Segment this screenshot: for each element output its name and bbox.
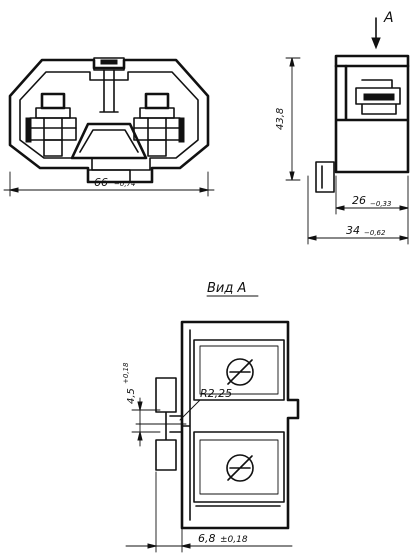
side-depth-outer-tol: −0,62 (364, 229, 386, 237)
front-housing-inner-wall (19, 71, 199, 171)
detail-bottom-tol: ±0,18 (220, 535, 248, 545)
view-arrow-head (371, 37, 381, 50)
detail-lower-terminal (193, 431, 285, 507)
detail-radius-leader (179, 399, 201, 421)
lower-screw-icon (226, 454, 254, 482)
detail-notch (169, 415, 183, 433)
side-screw (355, 79, 401, 115)
detail-upper-terminal (193, 339, 285, 401)
detail-view-a: Вид А R2,25 4,5 (122, 281, 300, 553)
front-centre-divider (99, 69, 119, 113)
detail-radius-label: R2,25 (200, 387, 232, 400)
side-depth-inner-value: 26 (352, 194, 366, 207)
detail-body-outline (180, 320, 300, 530)
front-centre-contact-inner (79, 129, 139, 153)
view-arrow-label: A (383, 10, 394, 26)
front-housing-outline (8, 58, 210, 184)
upper-screw-icon (226, 358, 254, 386)
detail-offset-tol: +0,18 (122, 362, 130, 384)
side-height-value: 43,8 (275, 108, 286, 130)
side-depth-inner-tol: −0,33 (370, 200, 391, 208)
side-screw-head-dark (363, 93, 395, 101)
detail-bottom-value: 6,8 (198, 532, 216, 545)
detail-offset-dimension: 4,5 +0,18 (122, 362, 161, 447)
detail-offset-value: 4,5 (126, 388, 137, 404)
front-left-clamp (25, 92, 77, 157)
detail-bottom-dimension: 6,8 ±0,18 (125, 471, 293, 553)
front-width-dimension: 66 −0,74 (3, 171, 215, 197)
side-height-dimension: 43,8 (275, 57, 301, 181)
side-tab (315, 161, 335, 193)
side-depth-dimensions: 26 −0,33 34 −0,62 (307, 175, 409, 245)
side-top-plate (334, 54, 410, 68)
front-top-screw-slot (100, 59, 118, 65)
side-view: A 43,8 26 −0,33 34 −0,62 (275, 10, 410, 245)
side-depth-outer-value: 34 (346, 224, 360, 237)
detail-left-studs (155, 377, 177, 471)
front-top-screw-head (93, 57, 125, 71)
front-base-block (87, 169, 131, 183)
detail-view-title: Вид А (207, 281, 246, 296)
front-width-value: 66 (94, 176, 108, 189)
front-centre-contact (70, 122, 148, 160)
side-body-outline (334, 64, 410, 174)
front-right-clamp (133, 92, 185, 157)
front-width-tolerance: −0,74 (114, 180, 135, 188)
front-view: 66 −0,74 (3, 57, 215, 197)
